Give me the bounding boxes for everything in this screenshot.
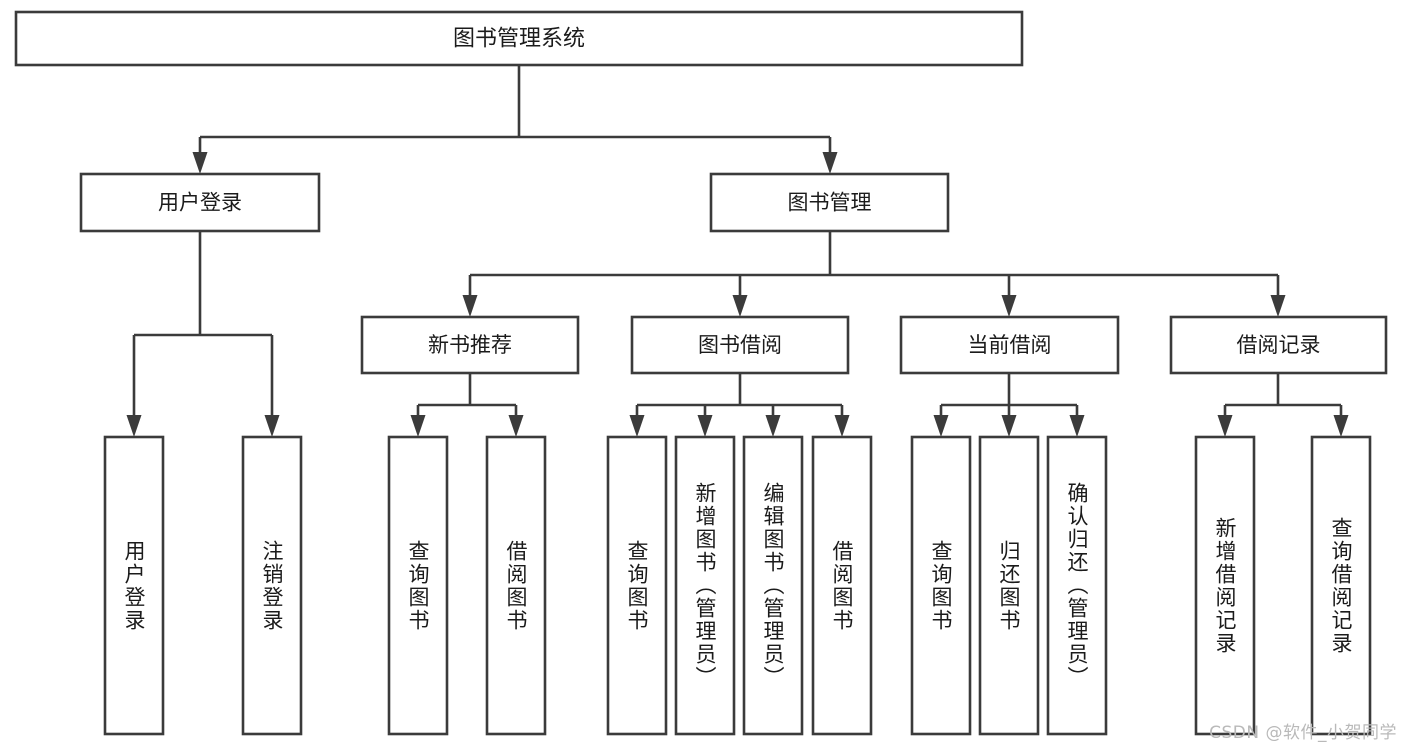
node-label-level3-0: 新书推荐 — [428, 333, 512, 357]
node-box-leaf-8[interactable] — [910, 435, 972, 736]
node-box-leaf-9[interactable] — [978, 435, 1040, 736]
node-box-leaf-7[interactable] — [811, 435, 873, 736]
node-box-leaf-0[interactable] — [103, 435, 165, 736]
arrow-head-15 — [1001, 415, 1017, 437]
node-boxes-layer — [14, 10, 1388, 736]
node-label-level2-0: 用户登录 — [158, 191, 242, 215]
node-box-leaf-10[interactable] — [1046, 435, 1108, 736]
watermark: CSDN @软件_小贺同学 — [1209, 723, 1397, 743]
arrow-head-13 — [834, 415, 850, 437]
node-box-root[interactable] — [14, 10, 1024, 67]
arrow-head-2 — [126, 415, 142, 437]
arrow-head-0 — [192, 152, 208, 174]
arrow-head-16 — [1069, 415, 1085, 437]
node-box-level3-3[interactable] — [1169, 315, 1388, 375]
node-box-leaf-1[interactable] — [241, 435, 303, 736]
node-box-leaf-12[interactable] — [1310, 435, 1372, 736]
arrow-head-10 — [629, 415, 645, 437]
node-label-root: 图书管理系统 — [453, 27, 585, 52]
arrow-head-12 — [765, 415, 781, 437]
arrow-head-14 — [933, 415, 949, 437]
arrow-head-7 — [1270, 295, 1286, 317]
node-box-level3-1[interactable] — [630, 315, 850, 375]
arrow-head-17 — [1217, 415, 1233, 437]
arrow-head-4 — [462, 295, 478, 317]
arrowheads-layer — [126, 152, 1349, 437]
arrow-head-9 — [508, 415, 524, 437]
node-box-leaf-2[interactable] — [387, 435, 449, 736]
arrow-head-11 — [697, 415, 713, 437]
node-box-leaf-11[interactable] — [1194, 435, 1256, 736]
node-box-leaf-5[interactable] — [674, 435, 736, 736]
node-label-level2-1: 图书管理 — [788, 191, 872, 215]
node-box-leaf-3[interactable] — [485, 435, 547, 736]
arrow-head-18 — [1333, 415, 1349, 437]
arrow-head-5 — [732, 295, 748, 317]
arrow-head-8 — [410, 415, 426, 437]
node-label-level3-1: 图书借阅 — [698, 333, 782, 357]
node-box-leaf-6[interactable] — [742, 435, 804, 736]
arrow-head-6 — [1001, 295, 1017, 317]
node-box-level2-0[interactable] — [79, 172, 321, 233]
node-box-leaf-4[interactable] — [606, 435, 668, 736]
node-box-level2-1[interactable] — [709, 172, 950, 233]
node-label-level3-2: 当前借阅 — [968, 333, 1052, 357]
arrow-head-3 — [264, 415, 280, 437]
node-box-level3-2[interactable] — [899, 315, 1120, 375]
arrow-head-1 — [822, 152, 838, 174]
node-box-level3-0[interactable] — [360, 315, 580, 375]
node-label-level3-3: 借阅记录 — [1237, 333, 1321, 357]
